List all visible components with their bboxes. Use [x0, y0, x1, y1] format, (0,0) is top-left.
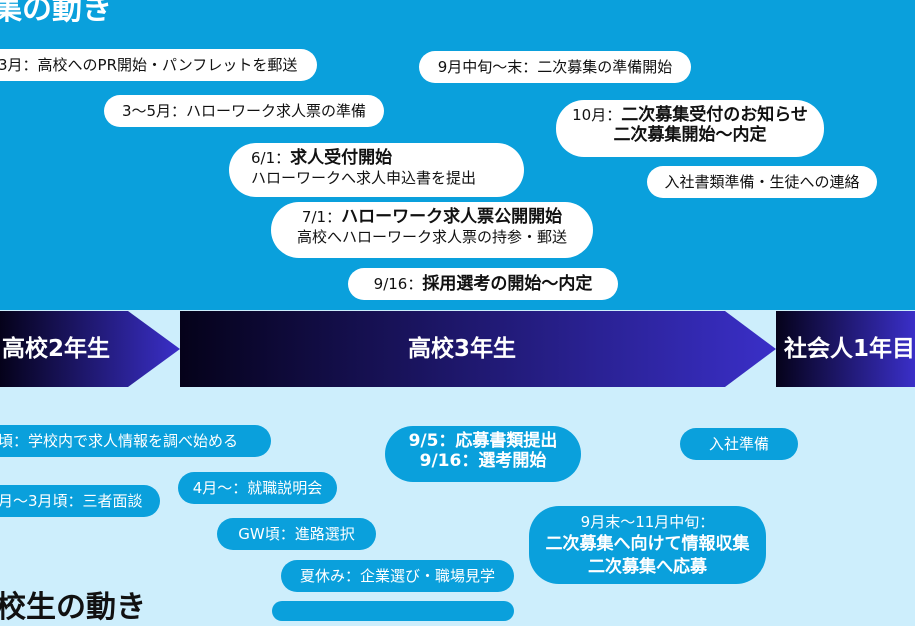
student-event: GW頃：進路選択 [217, 518, 376, 550]
company-event: 入社書類準備・生徒への連絡 [647, 166, 877, 198]
student-event: 9/5：応募書類提出 9/16：選考開始 [385, 426, 581, 482]
event-title: ハローワーク求人票公開開始 [341, 207, 563, 227]
event-title: 二次募集へ応募 [588, 557, 707, 577]
company-event: 3月：高校へのPR開始・パンフレットを郵送 [0, 49, 317, 81]
event-date: 6/1： [251, 149, 291, 167]
arrow-grade3 [180, 311, 776, 387]
event-title: 9/5：応募書類提出 [408, 431, 558, 451]
event-title: 二次募集開始〜内定 [613, 125, 767, 145]
timeline-label: 高校2年生 [2, 336, 111, 362]
event-text: 入社書類準備・生徒への連絡 [664, 173, 860, 191]
event-title: 求人受付開始 [290, 148, 393, 168]
student-event: 9月末〜11月中旬： 二次募集へ向けて情報収集 二次募集へ応募 [529, 506, 766, 584]
event-title: 二次募集受付のお知らせ [621, 105, 808, 125]
company-event: 3〜5月：ハローワーク求人票の準備 [104, 95, 384, 127]
timeline-grade2: 高校2年生 [0, 311, 182, 387]
event-title: 9/16：選考開始 [419, 451, 547, 471]
event-text: 入社準備 [708, 435, 769, 453]
student-event: 4月〜：就職説明会 [178, 472, 337, 504]
event-text: 月〜3月頃：三者面談 [0, 492, 143, 510]
timeline-grade3: 高校3年生 [180, 311, 778, 387]
event-text: 4月〜：就職説明会 [192, 479, 323, 497]
event-date: 9月末〜11月中旬： [580, 513, 715, 531]
student-event-partial [272, 601, 514, 621]
student-event: 入社準備 [680, 428, 798, 460]
event-detail: ハローワークへ求人申込書を提出 [251, 169, 477, 187]
company-event: 6/1：求人受付開始 ハローワークへ求人申込書を提出 [229, 143, 524, 197]
event-date: 7/1： [301, 208, 342, 226]
arrow-grade2 [0, 311, 180, 387]
student-event: 夏休み：企業選び・職場見学 [281, 560, 514, 592]
student-event: 頃：学校内で求人情報を調べ始める [0, 425, 271, 457]
timeline-working1: 社会人1年目 [776, 311, 915, 387]
event-text: GW頃：進路選択 [238, 525, 355, 543]
timeline-label: 社会人1年目 [784, 336, 915, 362]
event-date: 10月： [572, 106, 622, 124]
company-event: 9月中旬〜末：二次募集の準備開始 [419, 51, 691, 83]
arrow-working1 [776, 311, 915, 387]
company-event: 10月：二次募集受付のお知らせ 二次募集開始〜内定 [556, 100, 824, 157]
event-title: 採用選考の開始〜内定 [422, 274, 593, 294]
company-event: 9/16：採用選考の開始〜内定 [348, 268, 618, 300]
timeline-label: 高校3年生 [408, 336, 517, 362]
event-text: 夏休み：企業選び・職場見学 [299, 567, 495, 585]
student-heading: 校生の動き [0, 590, 146, 625]
company-event: 7/1：ハローワーク求人票公開開始 高校へハローワーク求人票の持参・郵送 [271, 202, 593, 258]
company-heading: 集の動き [0, 0, 112, 27]
event-date: 9/16： [373, 275, 423, 293]
event-title: 二次募集へ向けて情報収集 [545, 534, 750, 554]
event-text: 3月：高校へのPR開始・パンフレットを郵送 [0, 56, 298, 74]
event-text: 9月中旬〜末：二次募集の準備開始 [437, 58, 673, 76]
event-text: 3〜5月：ハローワーク求人票の準備 [121, 102, 367, 120]
event-text: 頃：学校内で求人情報を調べ始める [0, 432, 239, 450]
event-detail: 高校へハローワーク求人票の持参・郵送 [296, 228, 567, 246]
student-event: 月〜3月頃：三者面談 [0, 485, 160, 517]
